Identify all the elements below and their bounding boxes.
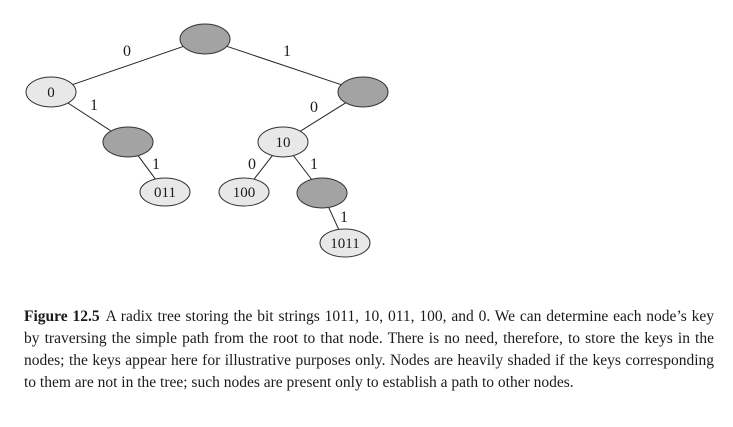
key-node — [139, 177, 191, 207]
figure-label: Figure 12.5 — [24, 308, 100, 325]
edge-bit-label: 0 — [123, 43, 131, 60]
edge-bit-label: 1 — [310, 156, 318, 173]
shaded-node — [337, 76, 389, 108]
edge-root-n0 — [72, 45, 184, 86]
shaded-node — [102, 126, 154, 158]
edge-n1-n10 — [300, 102, 346, 132]
edge-root-n1 — [226, 45, 342, 86]
node-key-label: 011 — [154, 185, 176, 201]
edge-bit-label: 1 — [152, 156, 160, 173]
tree-node-n0: 0 — [25, 76, 77, 108]
tree-node-n01 — [102, 126, 154, 158]
tree-node-root — [179, 23, 231, 55]
shaded-node — [296, 177, 348, 209]
tree-node-n1 — [337, 76, 389, 108]
tree-node-n1011: 1011 — [319, 228, 371, 258]
edge-bit-label: 0 — [310, 99, 318, 116]
tree-node-n10: 10 — [257, 126, 309, 158]
edge-n10-n100 — [253, 155, 273, 180]
edge-bit-label: 0 — [248, 156, 256, 173]
shaded-node — [179, 23, 231, 55]
key-node — [319, 228, 371, 258]
node-key-label: 100 — [233, 185, 256, 201]
node-key-label: 10 — [276, 135, 291, 151]
tree-node-n011: 011 — [139, 177, 191, 207]
edge-n10-n101 — [293, 155, 312, 180]
node-key-label: 1011 — [330, 236, 359, 252]
key-node — [257, 126, 309, 158]
edge-bit-label: 1 — [340, 209, 348, 226]
tree-node-n101 — [296, 177, 348, 209]
tree-node-n100: 100 — [218, 177, 270, 207]
edge-n0-n01 — [67, 102, 112, 132]
key-node — [25, 76, 77, 108]
key-node — [218, 177, 270, 207]
edge-bit-label: 1 — [90, 97, 98, 114]
edge-n01-n011 — [137, 155, 156, 180]
edge-bit-label: 1 — [283, 43, 291, 60]
caption-text: A radix tree storing the bit strings 101… — [24, 308, 715, 391]
tree-edges — [67, 45, 346, 230]
node-key-label: 0 — [47, 85, 55, 101]
edge-n101-n1011 — [328, 207, 340, 230]
